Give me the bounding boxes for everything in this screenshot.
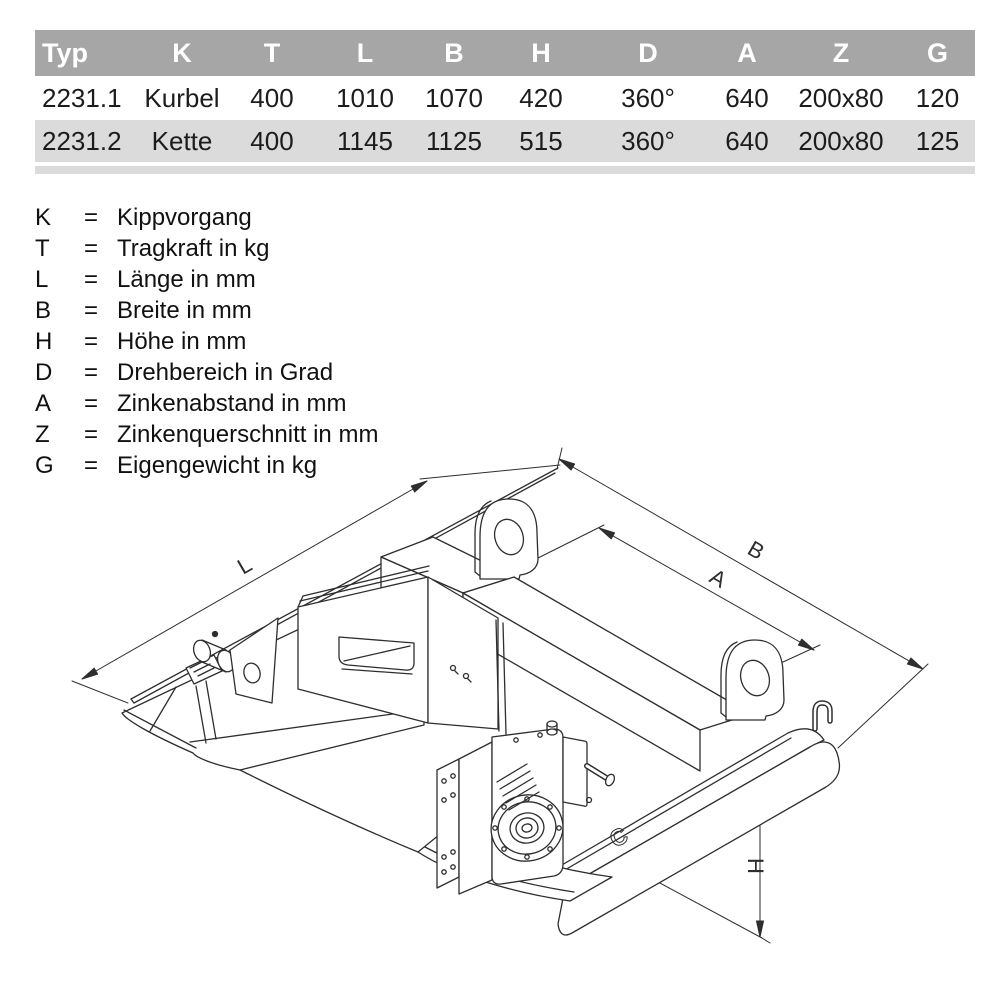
legend-item: A = Zinkenabstand in mm bbox=[35, 388, 378, 419]
col-header-z: Z bbox=[832, 37, 850, 68]
col-header-d: D bbox=[638, 37, 658, 68]
col-header-b: B bbox=[444, 37, 464, 68]
legend-letter: B bbox=[35, 296, 52, 324]
cell-k: Kette bbox=[151, 125, 213, 156]
wedge-bracket bbox=[297, 565, 507, 735]
table-row: 2231.2 Kette 400 1145 1125 515 360° 640 … bbox=[35, 120, 975, 162]
col-header-typ: Typ bbox=[42, 37, 88, 68]
cell-typ: 2231.1 bbox=[42, 82, 122, 113]
legend-item: K = Kippvorgang bbox=[35, 202, 378, 233]
cell-g: 120 bbox=[915, 82, 960, 113]
cell-t: 400 bbox=[250, 82, 294, 113]
legend-item: Z = Zinkenquerschnitt in mm bbox=[35, 419, 378, 450]
legend-text: Länge in mm bbox=[117, 265, 256, 293]
legend-text: Eigengewicht in kg bbox=[117, 451, 318, 479]
legend: K = Kippvorgang T = Tragkraft in kg L = … bbox=[35, 202, 378, 481]
crank-stub bbox=[584, 763, 616, 804]
crank-lug-plate bbox=[229, 617, 279, 704]
legend-equals: = bbox=[84, 234, 99, 262]
legend-text: Zinkenquerschnitt in mm bbox=[117, 420, 379, 448]
cell-typ: 2231.2 bbox=[42, 125, 122, 156]
cell-d: 360° bbox=[621, 82, 675, 113]
breather-cap bbox=[546, 720, 558, 736]
table-row: 2231.1 Kurbel 400 1010 1070 420 360° 640… bbox=[35, 76, 975, 120]
table-bottom-strip bbox=[35, 166, 975, 174]
worm-splines bbox=[496, 763, 540, 811]
legend-text: Zinkenabstand in mm bbox=[117, 389, 347, 417]
legend-text: Höhe in mm bbox=[117, 327, 247, 355]
col-header-l: L bbox=[356, 37, 374, 68]
legend-item: T = Tragkraft in kg bbox=[35, 233, 378, 264]
legend-letter: D bbox=[35, 358, 53, 386]
right-fork-tine bbox=[542, 728, 841, 936]
dimension-label-A: A bbox=[706, 564, 731, 593]
legend-item: G = Eigengewicht in kg bbox=[35, 450, 378, 481]
legend-item: L = Länge in mm bbox=[35, 264, 378, 295]
dimension-label-L: L bbox=[233, 552, 256, 580]
legend-letter: T bbox=[35, 234, 50, 262]
legend-equals: = bbox=[84, 358, 99, 386]
cell-b: 1125 bbox=[426, 125, 482, 156]
cell-b: 1070 bbox=[425, 82, 483, 113]
legend-letter: A bbox=[35, 389, 52, 417]
cell-a: 640 bbox=[725, 125, 769, 156]
cell-h: 515 bbox=[519, 125, 563, 156]
cell-k: Kurbel bbox=[144, 82, 220, 113]
machine-body: C bbox=[121, 467, 841, 936]
cell-a: 640 bbox=[725, 82, 769, 113]
legend-item: D = Drehbereich in Grad bbox=[35, 357, 378, 388]
legend-equals: = bbox=[84, 265, 99, 293]
chain-hook bbox=[812, 700, 833, 732]
gearbox-bracket bbox=[562, 736, 588, 807]
lifting-eye-right bbox=[720, 639, 785, 721]
col-header-g: G bbox=[926, 37, 948, 68]
legend-equals: = bbox=[84, 389, 99, 417]
legend-equals: = bbox=[84, 327, 99, 355]
cell-l: 1010 bbox=[336, 82, 394, 113]
legend-letter: Z bbox=[35, 420, 50, 448]
lifting-eye-left bbox=[474, 498, 539, 580]
dimension-label-H: H bbox=[743, 858, 768, 874]
dimension-A: A bbox=[598, 527, 815, 651]
cell-t: 400 bbox=[250, 125, 294, 156]
col-header-k: K bbox=[172, 37, 192, 68]
legend-equals: = bbox=[84, 451, 99, 479]
legend-equals: = bbox=[84, 296, 99, 324]
legend-text: Tragkraft in kg bbox=[117, 234, 270, 262]
col-header-t: T bbox=[263, 37, 281, 68]
cell-h: 420 bbox=[519, 82, 563, 113]
cell-z: 200x80 bbox=[798, 125, 884, 156]
legend-text: Drehbereich in Grad bbox=[117, 358, 334, 386]
pivot-cylinder bbox=[192, 630, 236, 673]
legend-item: H = Höhe in mm bbox=[35, 326, 378, 357]
cell-z: 200x80 bbox=[798, 82, 884, 113]
gearbox bbox=[436, 720, 616, 895]
col-header-h: H bbox=[531, 37, 551, 68]
cell-l: 1145 bbox=[337, 125, 393, 156]
legend-letter: H bbox=[35, 327, 53, 355]
legend-letter: G bbox=[35, 451, 54, 479]
legend-item: B = Breite in mm bbox=[35, 295, 378, 326]
cell-g: 125 bbox=[915, 125, 960, 156]
legend-equals: = bbox=[84, 420, 99, 448]
legend-letter: K bbox=[35, 203, 52, 231]
spec-table: Typ K T L B H D A Z G 2231.1 Kurbel 400 … bbox=[35, 30, 975, 174]
legend-text: Kippvorgang bbox=[117, 203, 252, 231]
legend-equals: = bbox=[84, 203, 99, 231]
spec-table-header: Typ K T L B H D A Z G bbox=[35, 30, 975, 76]
gearbox-flange bbox=[490, 794, 564, 862]
legend-text: Breite in mm bbox=[117, 296, 252, 324]
dimension-label-B: B bbox=[744, 536, 769, 565]
cell-d: 360° bbox=[621, 125, 675, 156]
legend-letter: L bbox=[35, 265, 49, 293]
col-header-a: A bbox=[737, 37, 757, 68]
